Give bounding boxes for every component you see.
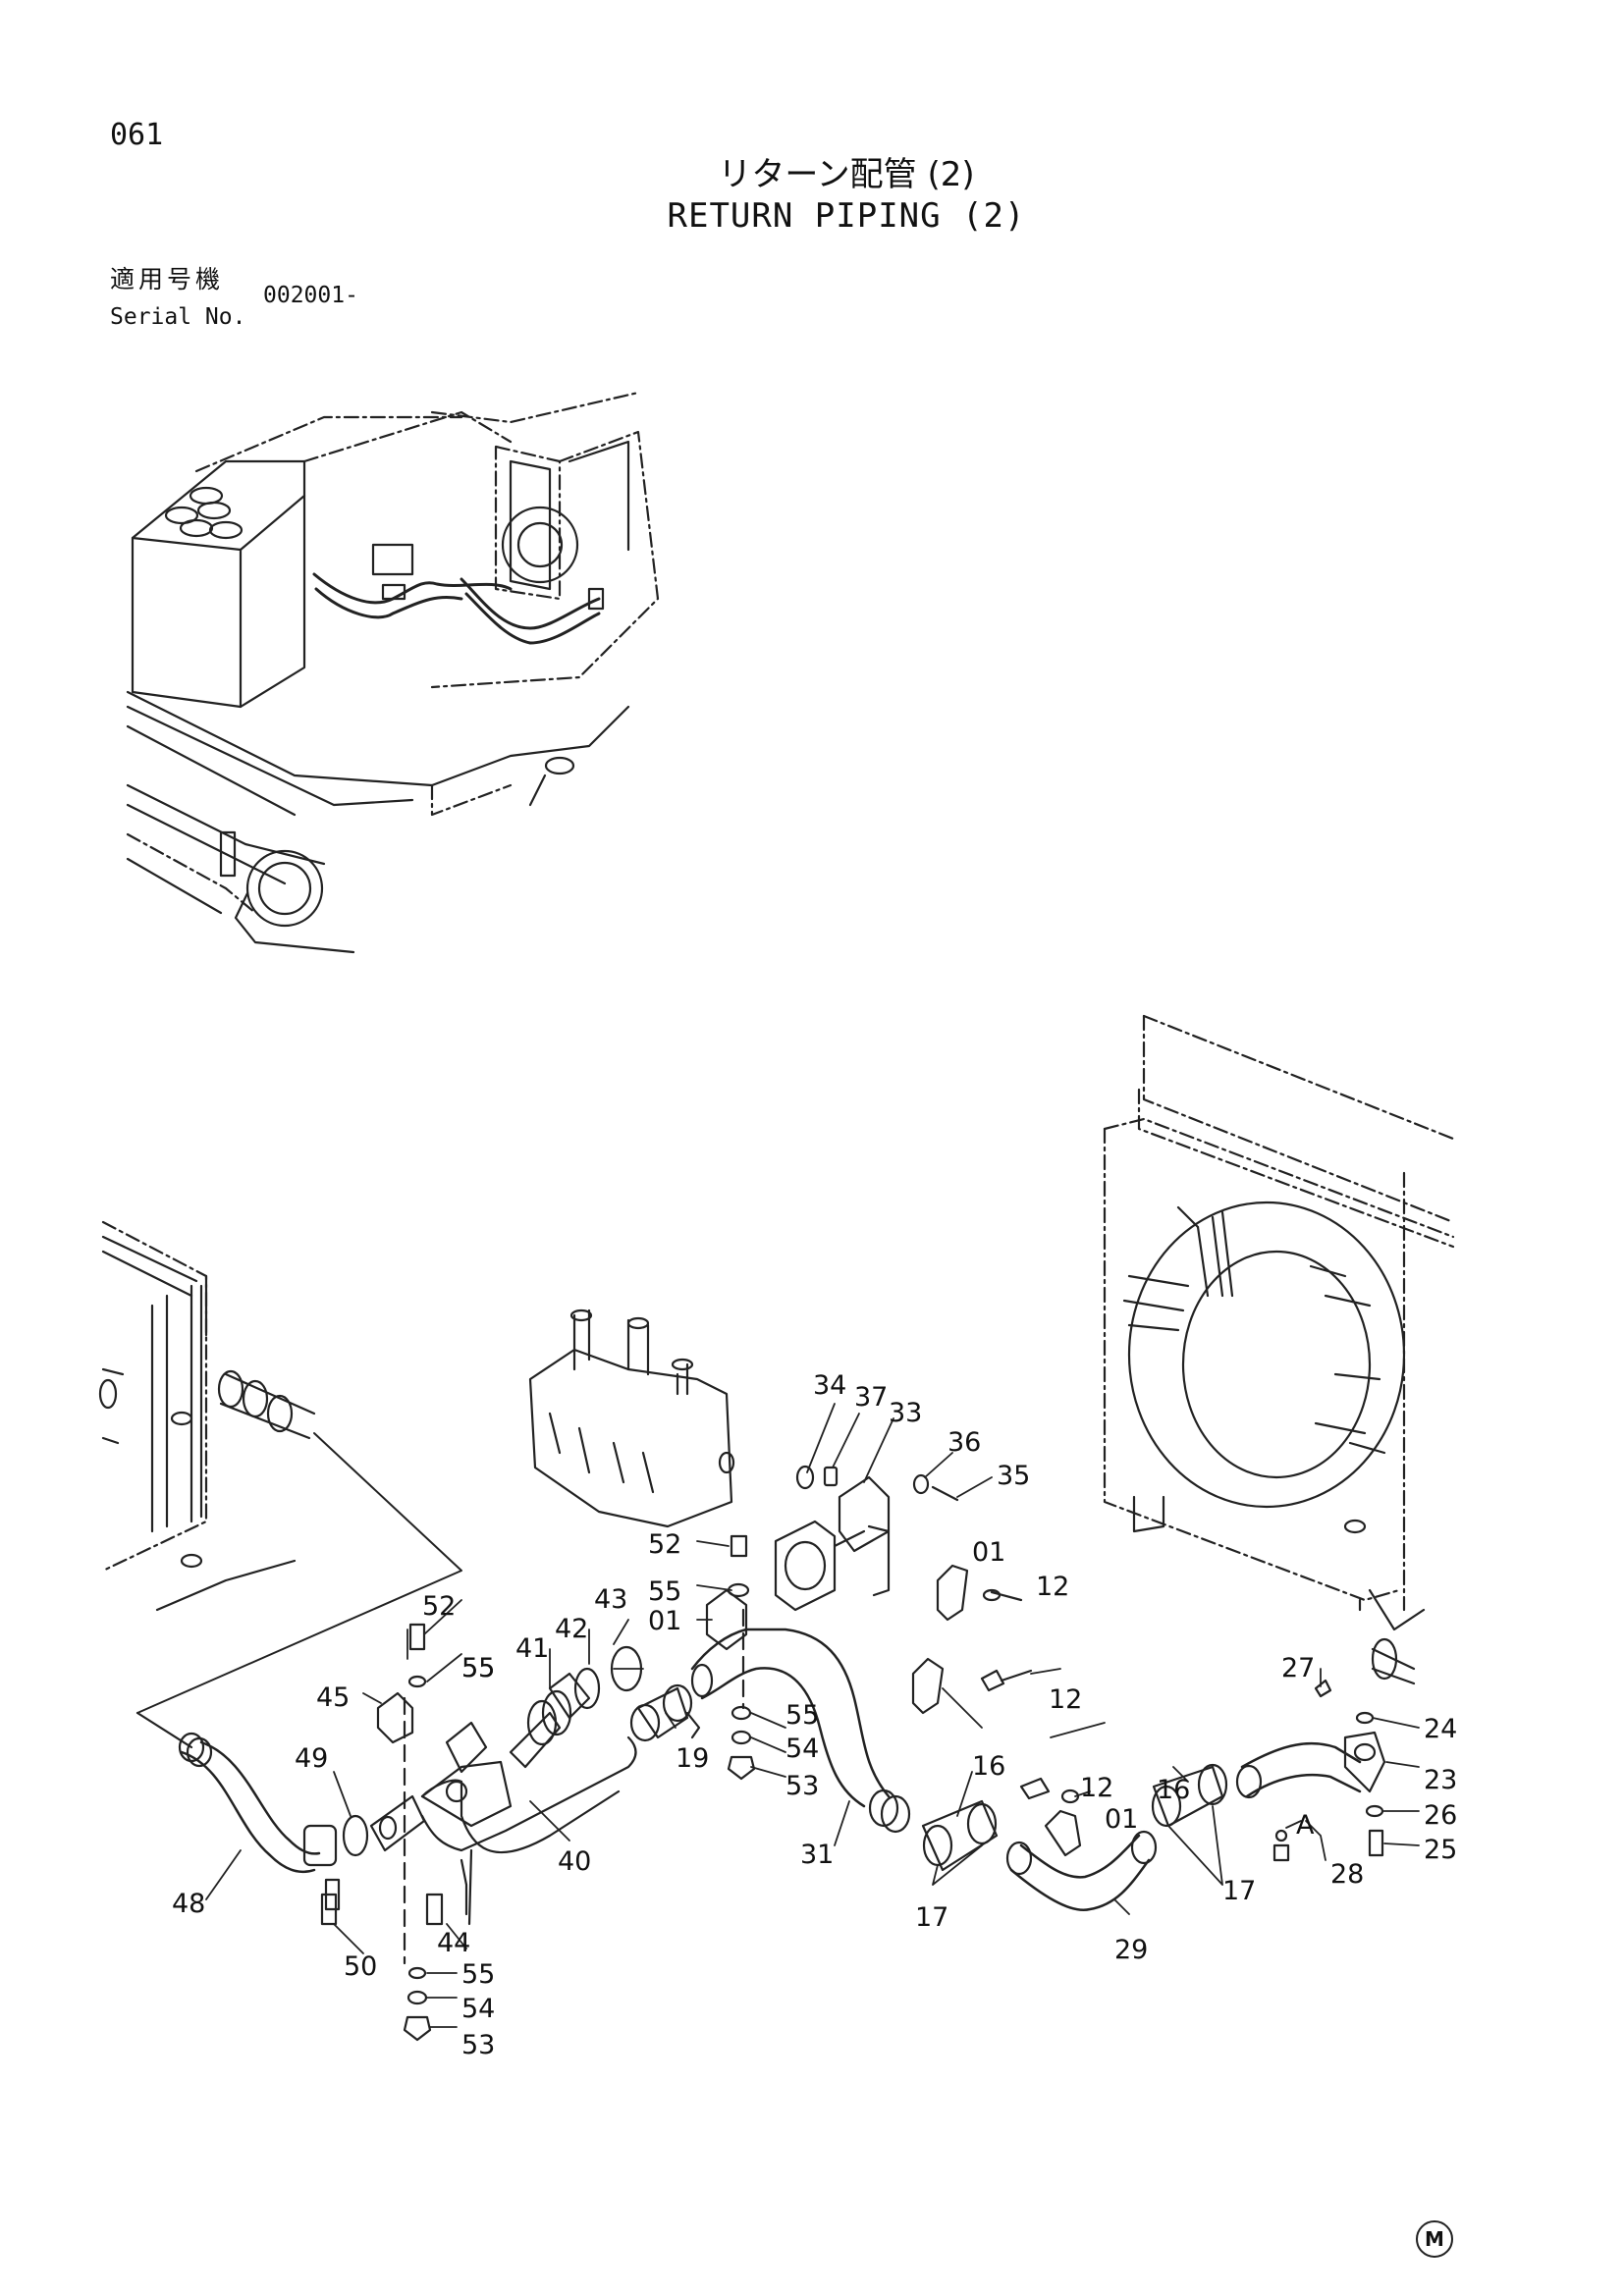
callout-17: 17: [1222, 1876, 1256, 1906]
callout-29: 29: [1114, 1935, 1148, 1965]
callout-25: 25: [1424, 1835, 1457, 1865]
manufacturer-mark: M: [1416, 2220, 1453, 2258]
callout-12: 12: [1036, 1572, 1069, 1602]
page-title-japanese: リターン配管 (2): [718, 155, 975, 194]
serial-label-english: Serial No.: [110, 304, 246, 330]
callout-49: 49: [295, 1743, 328, 1774]
callout-54: 54: [461, 1994, 495, 2024]
callout-48: 48: [172, 1889, 205, 1919]
callout-36: 36: [947, 1427, 981, 1458]
callout-50: 50: [344, 1951, 377, 1982]
callout-12: 12: [1049, 1684, 1082, 1715]
serial-number-value: 002001-: [263, 283, 358, 308]
leader-lines: [205, 1403, 1420, 2028]
callout-23: 23: [1424, 1765, 1457, 1795]
callout-37: 37: [854, 1382, 888, 1413]
serial-label-japanese: 適用号機: [110, 265, 225, 294]
callout-55: 55: [785, 1700, 819, 1731]
callout-16: 16: [1157, 1775, 1190, 1805]
callout-43: 43: [594, 1584, 627, 1615]
callout-28: 28: [1330, 1859, 1364, 1890]
callout-35: 35: [997, 1461, 1030, 1491]
callout-41: 41: [515, 1633, 549, 1664]
callout-31: 31: [800, 1840, 834, 1870]
machine-overview-illustration: [126, 391, 660, 954]
callout-17: 17: [915, 1902, 948, 1933]
callout-01: 01: [972, 1537, 1005, 1568]
page-title-english: RETURN PIPING (2): [667, 196, 1026, 236]
callout-53: 53: [461, 2030, 495, 2060]
callout-54: 54: [785, 1734, 819, 1764]
callout-40: 40: [558, 1846, 591, 1877]
piping-parts: [178, 1465, 1386, 2042]
control-valve: [528, 1308, 735, 1528]
callout-A: A: [1296, 1810, 1315, 1841]
callout-27: 27: [1281, 1653, 1315, 1683]
callout-42: 42: [555, 1614, 588, 1644]
callout-55: 55: [461, 1653, 495, 1683]
callout-16: 16: [972, 1751, 1005, 1782]
callout-55: 55: [461, 1653, 495, 1683]
callout-19: 19: [676, 1743, 709, 1774]
callout-52: 52: [648, 1529, 681, 1560]
callout-33: 33: [889, 1398, 922, 1428]
callout-53: 53: [785, 1771, 819, 1801]
callout-55: 55: [461, 1959, 495, 1990]
radiator-assembly: [1103, 1014, 1455, 1685]
callout-45: 45: [316, 1682, 350, 1713]
callout-24: 24: [1424, 1714, 1457, 1744]
callout-44: 44: [437, 1928, 470, 1958]
callout-52: 52: [422, 1591, 456, 1622]
callout-01: 01: [648, 1606, 681, 1636]
callout-labels: 34 37 33 36 35 52 55 01 12 43 42 41 45 5…: [172, 1370, 1457, 2060]
callout-12: 12: [1080, 1773, 1113, 1803]
callout-01: 01: [1105, 1804, 1138, 1835]
page-number: 061: [110, 118, 164, 152]
callout-55: 55: [648, 1576, 681, 1607]
callout-26: 26: [1424, 1800, 1457, 1831]
tank-frame: [98, 1220, 462, 1749]
callout-34: 34: [813, 1370, 846, 1401]
